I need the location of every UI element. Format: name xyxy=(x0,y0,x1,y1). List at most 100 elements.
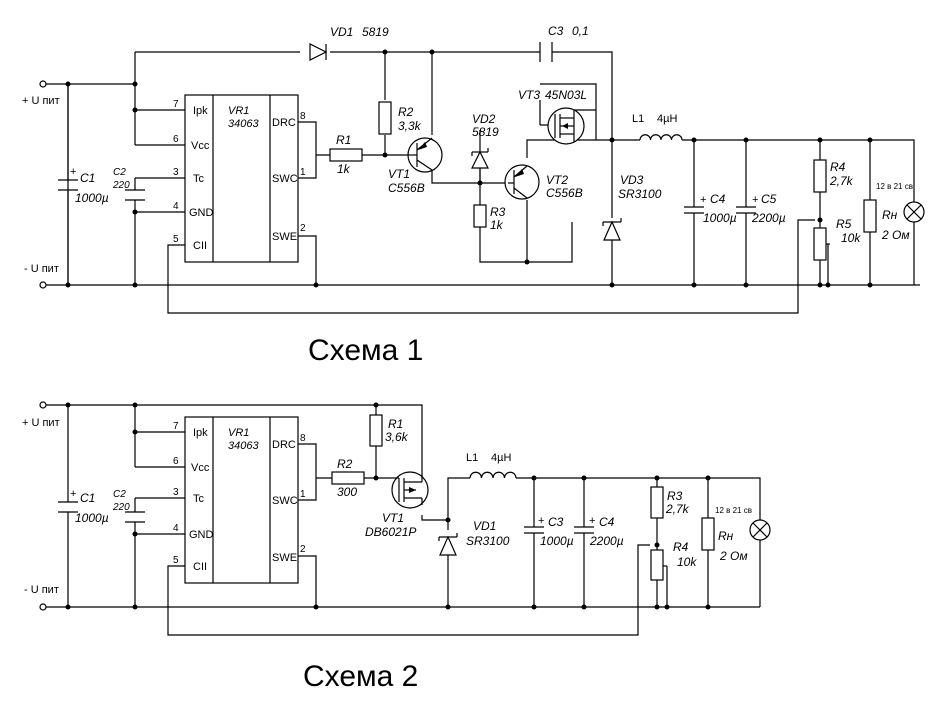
pin-ipk: Ipk xyxy=(193,427,208,439)
label: L1 xyxy=(466,452,478,464)
label: 3,6k xyxy=(385,430,409,444)
label: 2200µ xyxy=(589,534,624,548)
label: C3 xyxy=(548,515,564,529)
wire-top xyxy=(46,51,613,146)
label: 4µH xyxy=(657,113,677,125)
pin-cii: CII xyxy=(193,240,207,252)
label: C556B xyxy=(388,181,425,195)
label: 300 xyxy=(337,485,357,499)
supply-plus-label: + U пит xyxy=(22,95,60,107)
label: 12 в 21 св xyxy=(715,506,752,515)
supply-plus-label-2: + U пит xyxy=(22,417,60,429)
label: L1 xyxy=(632,113,644,125)
capacitor-c2-2: C2 220 xyxy=(112,489,145,523)
ic-part: 34063 xyxy=(228,440,259,452)
resistor-r4-2: R4 10k xyxy=(650,540,697,581)
label: R3 xyxy=(490,205,506,219)
pin-num: 2 xyxy=(300,544,306,555)
pin-vcc: Vcc xyxy=(191,140,210,152)
pin-num: 4 xyxy=(173,523,179,534)
scheme-2: + U пит - U пит xyxy=(22,401,771,693)
label: C4 xyxy=(599,515,615,529)
label: 10k xyxy=(841,231,861,245)
capacitor-c4: + C4 1000µ xyxy=(684,192,737,225)
label: C4 xyxy=(710,192,726,206)
resistor-r3: R3 1k xyxy=(473,204,506,232)
label: Rн xyxy=(882,208,898,222)
resistor-r3-2: R3 2,7k xyxy=(650,486,690,519)
wire-top-2 xyxy=(134,405,185,468)
pin-num: 6 xyxy=(173,134,179,145)
wire-c2-2 xyxy=(134,497,185,607)
mosfet-vt3: VT3 45N03L xyxy=(518,88,596,145)
pin-num: 3 xyxy=(173,487,179,498)
svg-text:+: + xyxy=(70,166,76,178)
label: SR3100 xyxy=(618,187,662,201)
label: 4µH xyxy=(491,452,511,464)
wire-feedback xyxy=(167,219,815,314)
resistor-r5: R5 10k xyxy=(813,217,861,261)
pin-drc: DRC xyxy=(272,117,296,129)
capacitor-c1-2: + C1 1000µ xyxy=(58,488,109,525)
pin-swe: SWE xyxy=(272,231,297,243)
wire-c3-c4-2 xyxy=(533,478,585,607)
label: 220 xyxy=(112,180,130,191)
ic-vr1-scheme2: Ipk Vcc Tc GND CII DRC SWC SWE 7 6 3 4 5… xyxy=(173,416,306,584)
label: 1k xyxy=(490,218,504,232)
label: VD1 xyxy=(330,25,353,39)
capacitor-c3-2: + C3 1000µ xyxy=(524,515,574,548)
label: C1 xyxy=(80,491,95,505)
label: 1k xyxy=(337,162,351,176)
wire-rails-2 xyxy=(46,404,760,608)
inductor-l1-2: L1 4µH xyxy=(466,452,517,479)
label: DB6021P xyxy=(365,525,416,539)
resistor-r1: R1 1k xyxy=(329,133,363,176)
label: R5 xyxy=(836,217,852,231)
mosfet-vt1-2: VT1 DB6021P xyxy=(365,471,429,539)
wire-vd3 xyxy=(527,140,613,285)
supply-minus-label: - U пит xyxy=(24,263,59,275)
label: C5 xyxy=(761,192,777,206)
junctions-1 xyxy=(65,49,873,288)
pin-num: 5 xyxy=(173,555,179,566)
pin-num: 1 xyxy=(300,489,306,500)
label: R2 xyxy=(337,457,353,471)
transistor-vt2: VT2 C556B xyxy=(504,164,583,200)
label: R2 xyxy=(398,105,414,119)
pin-swc: SWC xyxy=(272,495,298,507)
svg-text:+: + xyxy=(589,515,595,527)
pin-swc: SWC xyxy=(272,173,298,185)
svg-text:+: + xyxy=(752,194,758,206)
pin-tc: Tc xyxy=(193,173,205,185)
pin-num: 3 xyxy=(173,167,179,178)
resistor-r2-2: R2 300 xyxy=(331,457,365,499)
label: 2 Ом xyxy=(719,549,748,563)
scheme-1: + U пит - U пит xyxy=(22,24,925,367)
wire-feedback-2 xyxy=(167,544,650,636)
pin-num: 7 xyxy=(173,421,179,432)
wire-c2 xyxy=(134,177,185,285)
ic-vr1-scheme1: Ipk Vcc Tc GND CII DRC SWC SWE 7 6 3 4 5… xyxy=(173,94,306,263)
pin-swe: SWE xyxy=(272,552,297,564)
label: C2 xyxy=(113,489,126,500)
label: VT2 xyxy=(546,173,568,187)
pin-num: 7 xyxy=(173,99,179,110)
diode-vd2: VD2 5819 xyxy=(471,112,499,183)
resistor-rn: Rн 2 Ом 12 в 21 св xyxy=(863,182,913,242)
label: VD3 xyxy=(620,173,644,187)
pin-ipk: Ipk xyxy=(193,105,208,117)
pin-gnd: GND xyxy=(189,207,214,219)
wire-r4-r5 xyxy=(819,140,829,285)
label: 0,1 xyxy=(572,24,589,38)
transistor-vt1: VT1 C556B xyxy=(388,137,443,195)
scheme-1-title: Схема 1 xyxy=(308,334,423,367)
label: 1000µ xyxy=(540,534,574,548)
label: 1000µ xyxy=(75,191,109,205)
svg-text:+: + xyxy=(700,194,706,206)
label: 5819 xyxy=(472,125,499,139)
svg-text:+: + xyxy=(538,515,544,527)
label: R4 xyxy=(830,160,846,174)
inductor-l1: L1 4µH xyxy=(632,113,683,141)
diode-vd1-2: VD1 SR3100 xyxy=(438,519,510,556)
